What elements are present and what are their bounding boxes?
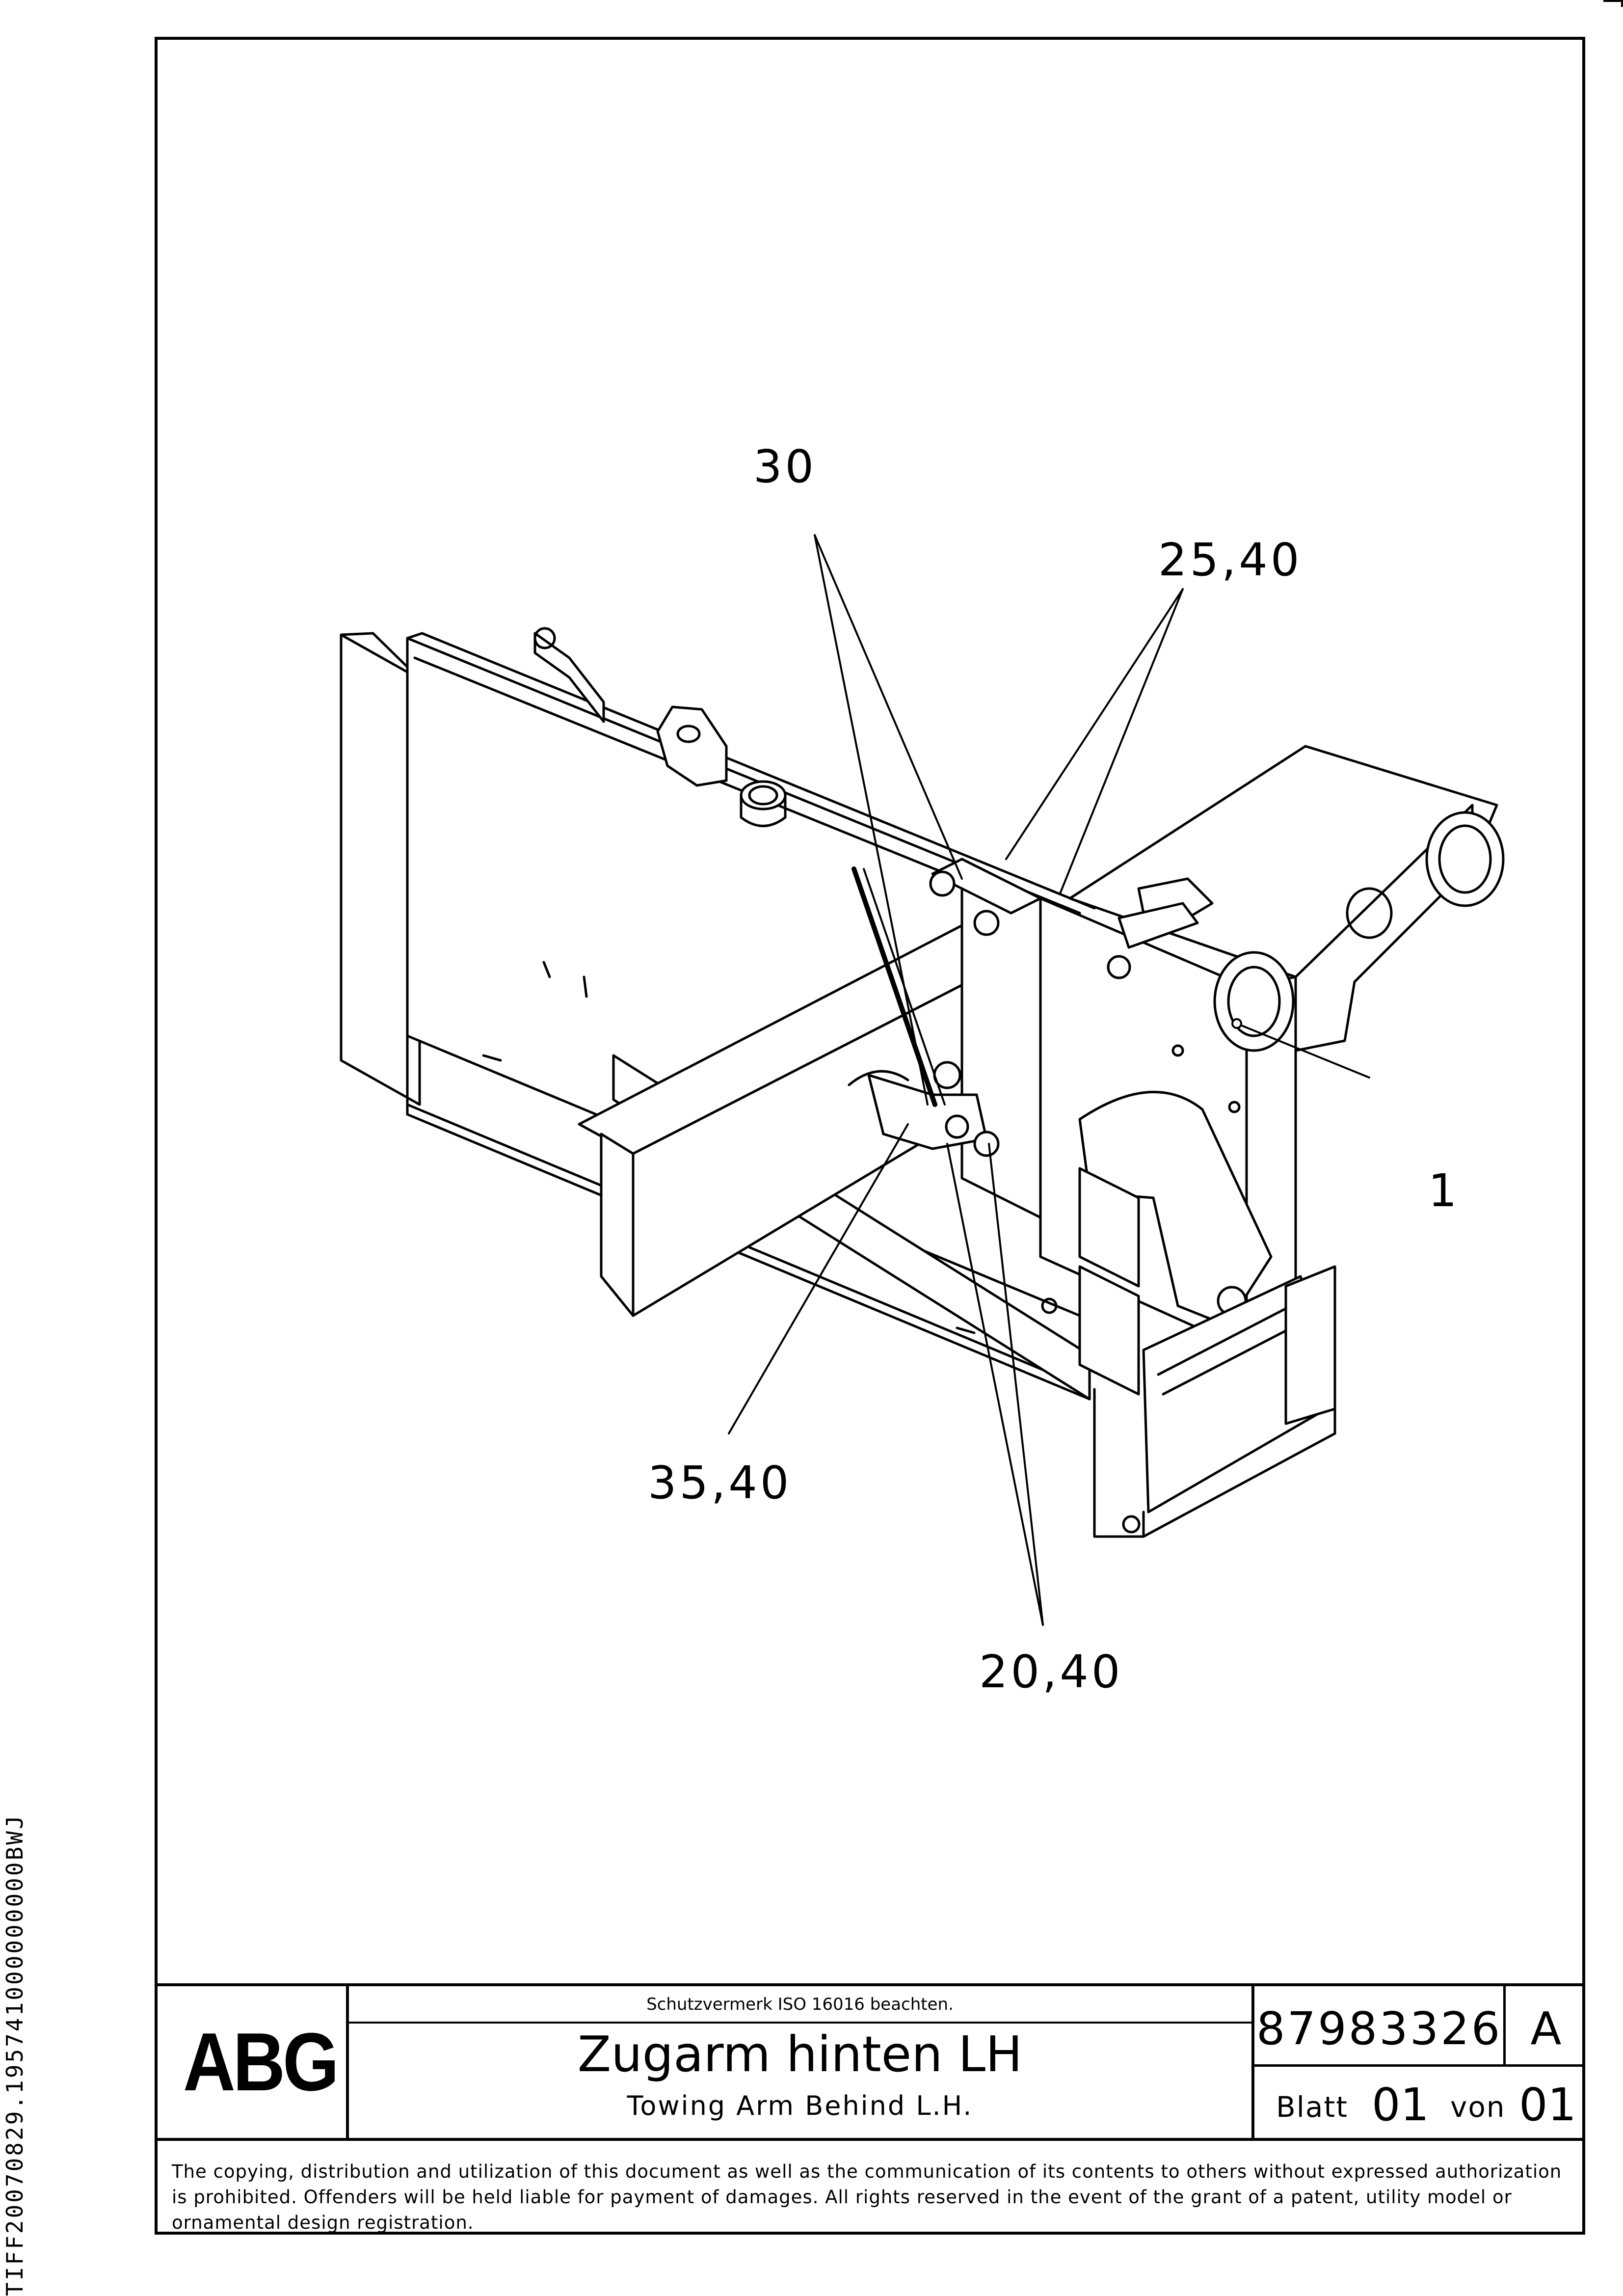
- mounting-lugs: [533, 627, 787, 827]
- of-label: von: [1450, 2090, 1506, 2124]
- title-english: Towing Arm Behind L.H.: [627, 2090, 973, 2121]
- sheet-total: 01: [1519, 2079, 1577, 2131]
- title-block-bottom-rule: [155, 2138, 1585, 2141]
- protection-note: Schutzvermerk ISO 16016 beachten.: [646, 1995, 954, 2014]
- title-block-top-rule: [155, 1983, 1585, 1986]
- callout-1: 1: [1428, 1164, 1460, 1217]
- revision-letter: A: [1530, 2002, 1562, 2055]
- document-number: 87983326: [1256, 2002, 1502, 2055]
- revision-divider: [1503, 1983, 1506, 2066]
- number-divider: [1251, 1983, 1254, 2140]
- sheet-rule: [1251, 2064, 1585, 2067]
- sheet-number: 01: [1372, 2079, 1430, 2131]
- leader-lines: [728, 534, 1370, 1626]
- protection-rule: [346, 2022, 1254, 2024]
- callout-30: 30: [753, 440, 817, 493]
- title-german: Zugarm hinten LH: [577, 2026, 1023, 2083]
- pivot-housing: [1039, 745, 1505, 1538]
- copyright-notice: The copying, distribution and utilizatio…: [172, 2161, 1562, 2233]
- side-plate: [340, 632, 421, 1106]
- callout-20-40: 20,40: [979, 1646, 1123, 1698]
- sheet-label: Blatt: [1276, 2090, 1348, 2124]
- towing-arm: [578, 921, 1027, 1317]
- abg-logo: ABG: [183, 2016, 339, 2108]
- callout-25-40: 25,40: [1158, 534, 1303, 586]
- callout-35-40: 35,40: [648, 1457, 792, 1509]
- drawing-frame: [155, 37, 1585, 2235]
- logo-divider: [346, 1983, 349, 2140]
- corner-crop-mark: [1603, 0, 1623, 7]
